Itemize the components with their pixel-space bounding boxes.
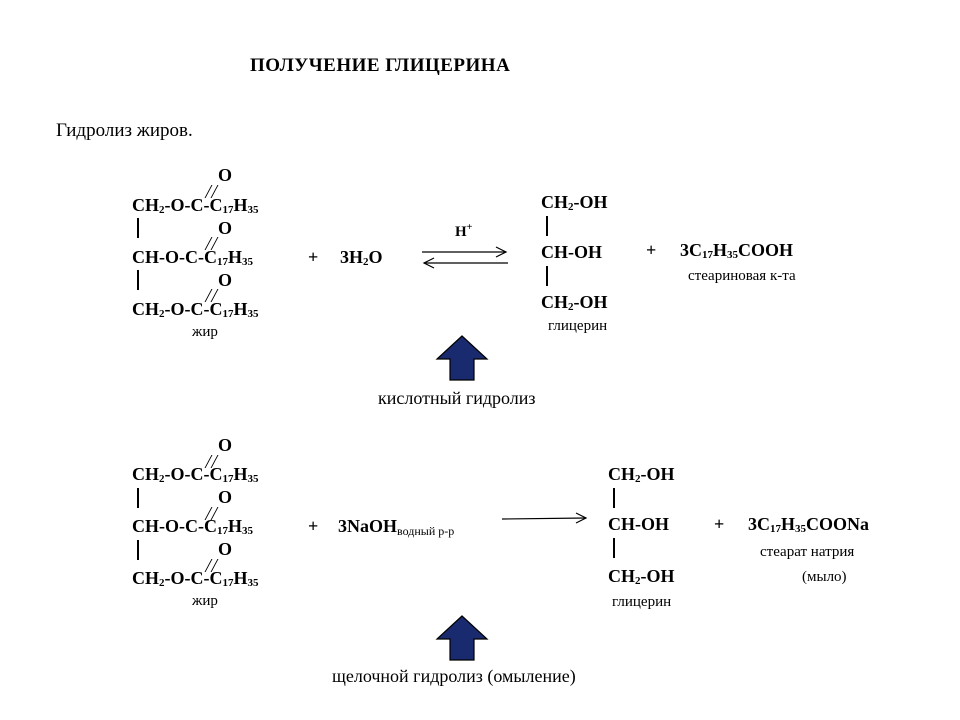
acid-bond-2: [137, 270, 139, 290]
alkaline-reagent: 3NaOHводный р-р: [338, 516, 455, 538]
alkaline-o-bottom: O: [218, 539, 233, 559]
alkaline-glycerol-label: глицерин: [612, 594, 672, 610]
alkaline-fat-label: жир: [192, 593, 218, 609]
acid-product-label: стеариновая к-та: [688, 268, 796, 284]
acid-o-top: O: [218, 165, 233, 185]
acid-fat-label: жир: [192, 324, 218, 340]
alkaline-glycerol-line-3: CH2-OH: [608, 566, 675, 587]
alkaline-glycerol-bond-2: [613, 538, 615, 558]
alkaline-bond-1: [137, 488, 139, 508]
alkaline-fat-line-2: CH-O-C-C17H35: [132, 516, 253, 537]
equilibrium-arrow-icon: [422, 246, 508, 269]
alkaline-product: 3C17H35COONa: [748, 514, 870, 535]
acid-fat-line-1: CH2-O-C-C17H35: [132, 195, 259, 216]
alkaline-o-mid: O: [218, 487, 233, 507]
page-title: ПОЛУЧЕНИЕ ГЛИЦЕРИНА: [250, 55, 511, 76]
intro-text: Гидролиз жиров.: [56, 120, 193, 141]
alkaline-caption: щелочной гидролиз (омыление): [332, 666, 576, 686]
acid-glycerol-bond-2: [546, 266, 548, 286]
alkaline-glycerol-line-2: CH-OH: [608, 514, 669, 534]
alkaline-product-label: стеарат натрия: [760, 544, 855, 560]
acid-glycerol-line-2: CH-OH: [541, 242, 602, 262]
acid-glycerol-bond-1: [546, 216, 548, 236]
acid-o-bottom: O: [218, 270, 233, 290]
acid-water: 3H2O: [340, 247, 383, 268]
acid-plus-2: +: [646, 240, 657, 260]
acid-caption: кислотный гидролиз: [378, 388, 536, 408]
alkaline-glycerol-bond-1: [613, 488, 615, 508]
alkaline-plus-2: +: [714, 514, 725, 534]
alkaline-glycerol-line-1: CH2-OH: [608, 464, 675, 485]
acid-fat-line-3: CH2-O-C-C17H35: [132, 299, 259, 320]
acid-plus-1: +: [308, 247, 319, 267]
acid-o-mid: O: [218, 218, 233, 238]
up-arrow-icon: [435, 615, 489, 661]
acid-bond-1: [137, 218, 139, 238]
acid-catalyst: H+: [455, 222, 473, 240]
alkaline-product-note: (мыло): [802, 569, 847, 585]
alkaline-o-top: O: [218, 435, 233, 455]
acid-fat-line-2: CH-O-C-C17H35: [132, 247, 253, 268]
acid-glycerol-line-3: CH2-OH: [541, 292, 608, 313]
alkaline-fat-line-3: CH2-O-C-C17H35: [132, 568, 259, 589]
up-arrow-icon: [435, 335, 489, 381]
alkaline-fat-line-1: CH2-O-C-C17H35: [132, 464, 259, 485]
acid-glycerol-label: глицерин: [548, 318, 608, 334]
alkaline-plus-1: +: [308, 516, 319, 536]
alkaline-bond-2: [137, 540, 139, 560]
reaction-arrow-icon: [501, 512, 588, 524]
acid-product: 3C17H35COOH: [680, 240, 794, 261]
acid-glycerol-line-1: CH2-OH: [541, 192, 608, 213]
